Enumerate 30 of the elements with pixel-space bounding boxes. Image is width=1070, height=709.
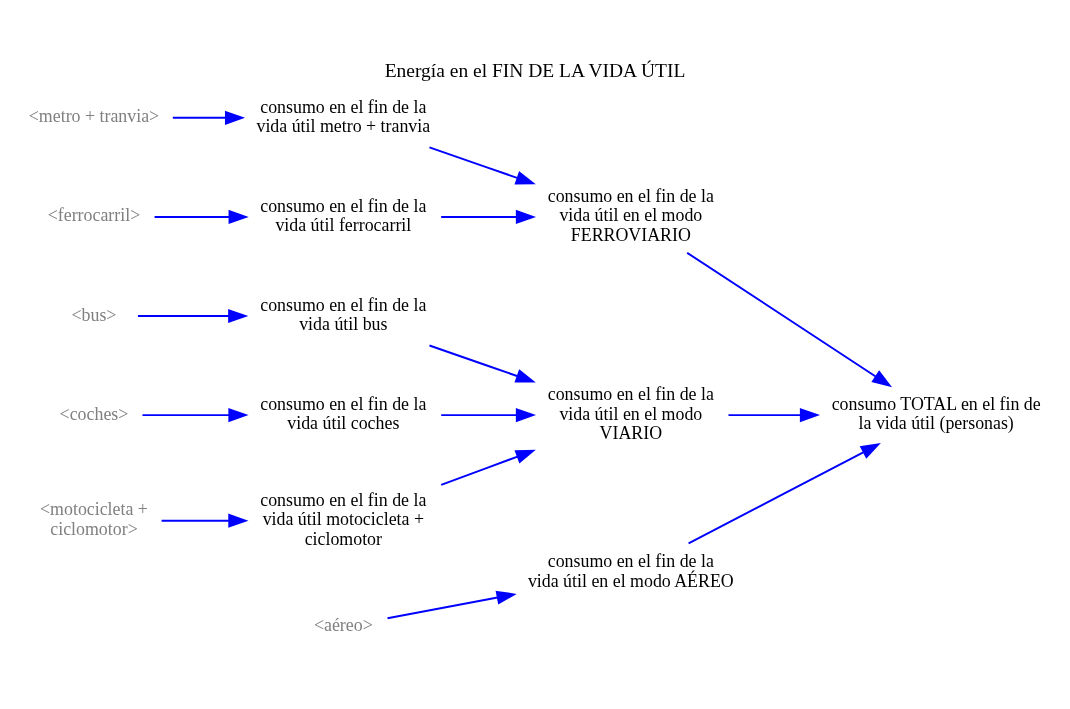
node-text: consumo en el fin de la vida útil en el modo AÉREO	[527, 550, 734, 591]
arrow	[136, 308, 249, 323]
arrow	[440, 209, 537, 224]
arrow	[386, 590, 517, 619]
arrow	[687, 442, 881, 544]
node-text: <ferrocarril>	[47, 204, 141, 225]
arrow	[686, 251, 893, 387]
node-text: consumo en el fin de la vida útil motocicleta + ciclomotor	[260, 489, 427, 549]
node-text: consumo en el fin de la vida útil en el modo VIARIO	[547, 383, 714, 443]
node-text: consumo TOTAL en el fin de la vida útil (personas)	[831, 393, 1041, 433]
node-text: <motocicleta + ciclomotor>	[40, 498, 148, 539]
diagram-title: Energía en el FIN DE LA VIDA ÚTIL	[384, 59, 686, 81]
arrow	[428, 145, 536, 184]
arrow	[428, 344, 536, 383]
arrow	[727, 407, 821, 422]
arrow	[440, 449, 536, 486]
node-text: <coches>	[59, 403, 129, 424]
node-text: <metro + tranvia>	[28, 105, 160, 126]
arrow	[153, 209, 249, 224]
node-text: consumo en el fin de la vida útil metro + tranvia	[256, 96, 431, 136]
arrow	[440, 407, 537, 422]
arrow	[171, 110, 246, 125]
node-text: <aéreo>	[313, 614, 373, 635]
node-text: consumo en el fin de la vida útil ferrocarril	[260, 195, 427, 235]
node-text: consumo en el fin de la vida útil bus	[260, 294, 427, 334]
node-text: consumo en el fin de la vida útil en el modo FERROVIARIO	[547, 185, 714, 245]
arrow	[141, 407, 249, 422]
arrow	[160, 513, 249, 528]
node-text: consumo en el fin de la vida útil coches	[260, 393, 427, 433]
node-text: <bus>	[71, 304, 117, 325]
